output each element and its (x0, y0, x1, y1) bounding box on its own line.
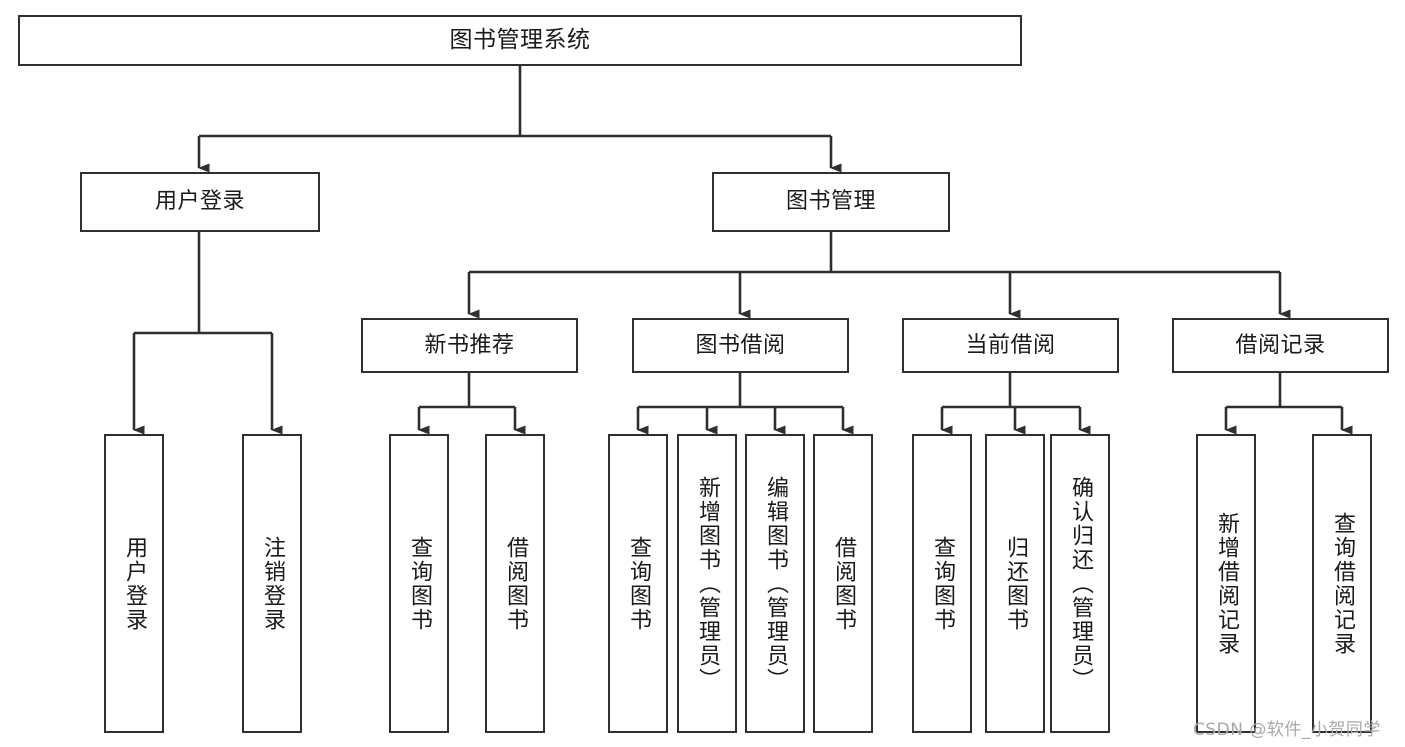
node-leaf-return-book[interactable]: 归还图书 (985, 434, 1045, 733)
node-new-book-recommend-label: 新书推荐 (424, 332, 515, 358)
node-root-label: 图书管理系统 (449, 27, 591, 54)
node-book-management-label: 图书管理 (785, 189, 876, 215)
node-borrow-record[interactable]: 借阅记录 (1172, 318, 1389, 373)
node-current-borrow-label: 当前借阅 (965, 332, 1056, 358)
node-leaf-borrow-book-1[interactable]: 借阅图书 (485, 434, 545, 733)
node-book-management[interactable]: 图书管理 (712, 172, 950, 232)
node-leaf-add-borrow-record-label: 新增借阅记录 (1214, 511, 1239, 656)
node-leaf-edit-book-label: 编辑图书（管理员） (763, 475, 788, 692)
node-book-borrow[interactable]: 图书借阅 (632, 318, 849, 373)
node-leaf-logout[interactable]: 注销登录 (242, 434, 302, 733)
node-leaf-query-book-1-label: 查询图书 (407, 535, 432, 632)
node-leaf-query-borrow-record[interactable]: 查询借阅记录 (1312, 434, 1372, 733)
node-leaf-edit-book[interactable]: 编辑图书（管理员） (745, 434, 805, 733)
node-new-book-recommend[interactable]: 新书推荐 (361, 318, 578, 373)
node-leaf-borrow-book-2-label: 借阅图书 (831, 535, 856, 632)
node-leaf-add-book[interactable]: 新增图书（管理员） (677, 434, 737, 733)
node-leaf-borrow-book-2[interactable]: 借阅图书 (813, 434, 873, 733)
node-leaf-confirm-return[interactable]: 确认归还（管理员） (1050, 434, 1110, 733)
node-leaf-query-book-1[interactable]: 查询图书 (389, 434, 449, 733)
node-leaf-return-book-label: 归还图书 (1003, 535, 1028, 632)
node-leaf-query-borrow-record-label: 查询借阅记录 (1330, 511, 1355, 656)
node-leaf-user-login[interactable]: 用户登录 (104, 434, 164, 733)
node-leaf-logout-label: 注销登录 (260, 535, 285, 632)
node-current-borrow[interactable]: 当前借阅 (902, 318, 1119, 373)
node-borrow-record-label: 借阅记录 (1235, 332, 1326, 358)
node-leaf-user-login-label: 用户登录 (122, 535, 147, 632)
node-leaf-add-borrow-record[interactable]: 新增借阅记录 (1196, 434, 1256, 733)
node-user-login-label: 用户登录 (154, 189, 245, 215)
node-root-book-management-system[interactable]: 图书管理系统 (18, 15, 1022, 66)
node-leaf-confirm-return-label: 确认归还（管理员） (1068, 475, 1093, 692)
node-book-borrow-label: 图书借阅 (695, 332, 786, 358)
node-leaf-borrow-book-1-label: 借阅图书 (503, 535, 528, 632)
node-user-login[interactable]: 用户登录 (80, 172, 320, 232)
node-leaf-query-book-3-label: 查询图书 (930, 535, 955, 632)
node-leaf-query-book-3[interactable]: 查询图书 (912, 434, 972, 733)
node-leaf-add-book-label: 新增图书（管理员） (695, 475, 720, 692)
node-leaf-query-book-2[interactable]: 查询图书 (608, 434, 668, 733)
node-leaf-query-book-2-label: 查询图书 (626, 535, 651, 632)
